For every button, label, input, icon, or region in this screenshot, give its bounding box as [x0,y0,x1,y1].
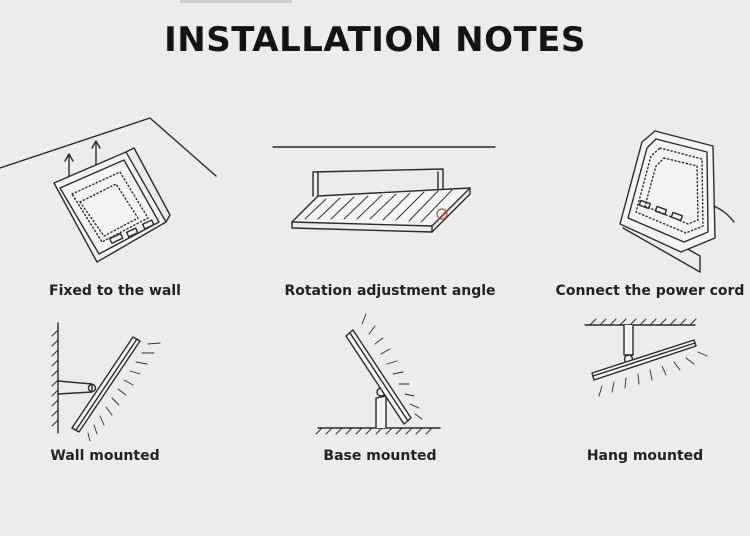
light-rays [88,343,160,441]
flood-light-icon [620,131,715,252]
page-title: INSTALLATION NOTES [164,20,586,60]
caption-base-mounted: Base mounted [323,448,437,464]
caption-power-cord: Connect the power cord [555,283,745,299]
illustration-wall-mounted [52,323,160,441]
ceiling-hatch [590,319,696,325]
flood-light-icon [54,148,170,262]
wall-corner-lines [0,118,216,176]
caption-hang-mounted: Hang mounted [586,448,704,464]
power-cord-line [714,206,734,222]
caption-fixed-to-wall: Fixed to the wall [49,283,181,299]
light-rays [362,314,422,419]
pivot-icon [89,385,96,392]
light-rays [599,352,707,396]
illustration-rotation-angle [273,147,495,232]
wall-hatch [52,330,58,426]
illustration-power-cord [620,131,734,272]
illustration-hang-mounted [585,319,707,396]
caption-wall-mounted: Wall mounted [50,448,160,464]
bracket-base [623,228,700,272]
hanging-bracket [624,325,633,355]
floor-hatch [316,428,432,434]
decorative-top-line [180,0,292,3]
mount-bracket [58,381,92,394]
caption-rotation-angle: Rotation adjustment angle [284,283,496,299]
base-stand [376,396,386,428]
illustration-fixed-to-wall [0,118,216,262]
illustration-base-mounted [316,314,440,434]
rotation-point-marker [437,209,447,219]
flood-light-icon [292,169,470,232]
